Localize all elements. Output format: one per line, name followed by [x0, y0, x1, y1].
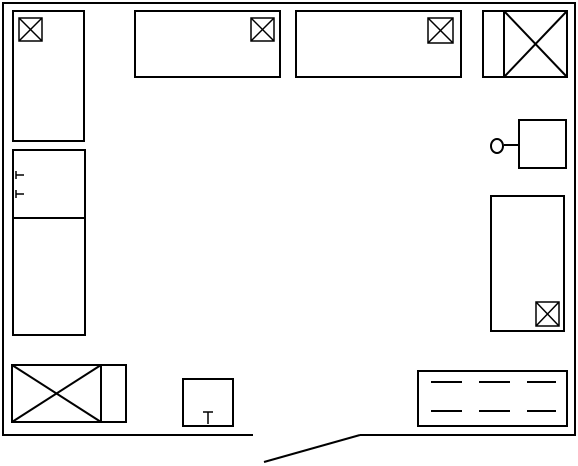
shelf-unit-bottom-right: [417, 370, 568, 427]
pillow-cross-b: [427, 17, 454, 44]
pillow-marker: [250, 17, 275, 42]
wardrobe-bottom-left: [11, 364, 127, 423]
shelf-frame: [417, 370, 568, 427]
bed-right: [490, 195, 565, 332]
entrance-door: [263, 434, 361, 463]
cabinet-left: [12, 149, 86, 336]
wardrobe-cross-b: [503, 10, 568, 78]
cabinet-frame: [12, 149, 86, 336]
pillow-cross-b: [18, 17, 43, 42]
pillow-cross-b: [535, 301, 560, 327]
bed-frame: [490, 195, 565, 332]
room-wall: [2, 2, 576, 436]
bed-top-right: [295, 10, 462, 78]
table-top: [518, 119, 567, 169]
table-with-chair: [490, 119, 567, 169]
sink-basin: [182, 378, 234, 427]
bed-left-top: [12, 10, 85, 142]
sink-bottom: [182, 378, 234, 427]
pillow-cross-b: [250, 17, 275, 42]
room-outline: [2, 2, 576, 436]
wardrobe-frame: [11, 364, 127, 423]
wardrobe-cross-b: [11, 364, 102, 423]
wardrobe-frame: [482, 10, 568, 78]
wardrobe-top-right: [482, 10, 568, 78]
bed-frame: [134, 10, 281, 78]
bed-frame: [12, 10, 85, 142]
pillow-marker: [427, 17, 454, 44]
bed-frame: [295, 10, 462, 78]
bed-top-center: [134, 10, 281, 78]
door-leaf: [263, 434, 361, 463]
chair-circle: [490, 138, 504, 154]
pillow-marker: [18, 17, 43, 42]
pillow-marker: [535, 301, 560, 327]
